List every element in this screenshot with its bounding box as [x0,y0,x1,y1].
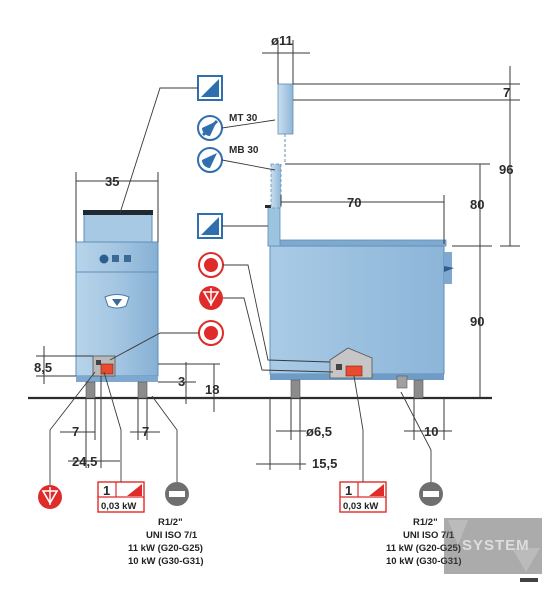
gas-size-side: R1/2" [413,517,438,528]
mt-valve-icon [197,115,223,141]
dim-side-right: 10 [424,424,438,439]
gas-spec-side: R1/2" UNI ISO 7/1 11 kW (G20-G25) 10 kW … [386,517,462,567]
power-badge-side [339,481,387,513]
dim-front-left-7: 7 [72,424,79,439]
front-view-fryer [75,210,159,399]
electric-supply-icon-side [198,252,224,278]
dim-drain-diameter: ø6,5 [306,424,332,439]
power-value-front: 0,03 kW [101,501,136,512]
watermark: SYSTEM [444,518,542,582]
dim-left-small: 8,5 [34,360,52,375]
dim-front-right-7: 7 [142,424,149,439]
dim-top-offset: 7 [503,85,510,100]
dim-foot-gap: 3 [178,374,185,389]
dimension-labels: ø11 7 96 80 70 90 35 8,5 3 18 7 7 24,5 ø… [34,33,513,471]
dim-pipe-diameter: ø11 [271,33,293,48]
gas-size-front: R1/2" [158,517,183,528]
gas-power-g20-front: 11 kW (G20-G25) [128,543,203,554]
power-phase-front: 1 [103,483,110,498]
equipotential-icon-front [38,485,62,509]
power-phase-side: 1 [345,483,352,498]
equipotential-icon-side [199,286,223,310]
mt-label: MT 30 [229,113,258,124]
gas-standard-front: UNI ISO 7/1 [146,530,198,541]
gas-connection-icon-side [419,482,443,506]
gas-power-g30-front: 10 kW (G30-G31) [128,556,204,567]
gas-power-g20-side: 11 kW (G20-G25) [386,543,461,554]
side-view-fryer [265,83,454,399]
flue-connection-icon [197,75,223,101]
mb-valve-icon [197,147,223,173]
power-badge-front [97,481,145,513]
electric-supply-icon-front [198,320,224,346]
dim-height-upper: 96 [499,162,513,177]
leader-lines [49,87,432,485]
mb-label: MB 30 [229,145,259,156]
power-value-side: 0,03 kW [343,501,378,512]
dim-width-front: 35 [105,174,119,189]
gas-spec-front: R1/2" UNI ISO 7/1 11 kW (G20-G25) 10 kW … [128,517,204,567]
exhaust-square-icon [197,213,223,239]
dim-front-offset: 24,5 [72,454,97,469]
watermark-text: SYSTEM [462,537,530,554]
dim-side-depth: 15,5 [312,456,337,471]
dim-height-mid: 80 [470,197,484,212]
dim-depth-top: 70 [347,195,361,210]
dim-foot-height: 18 [205,382,219,397]
dimension-lines [36,40,520,470]
dim-height-body: 90 [470,314,484,329]
gas-connection-icon-front [165,482,189,506]
gas-power-g30-side: 10 kW (G30-G31) [386,556,462,567]
gas-standard-side: UNI ISO 7/1 [403,530,455,541]
